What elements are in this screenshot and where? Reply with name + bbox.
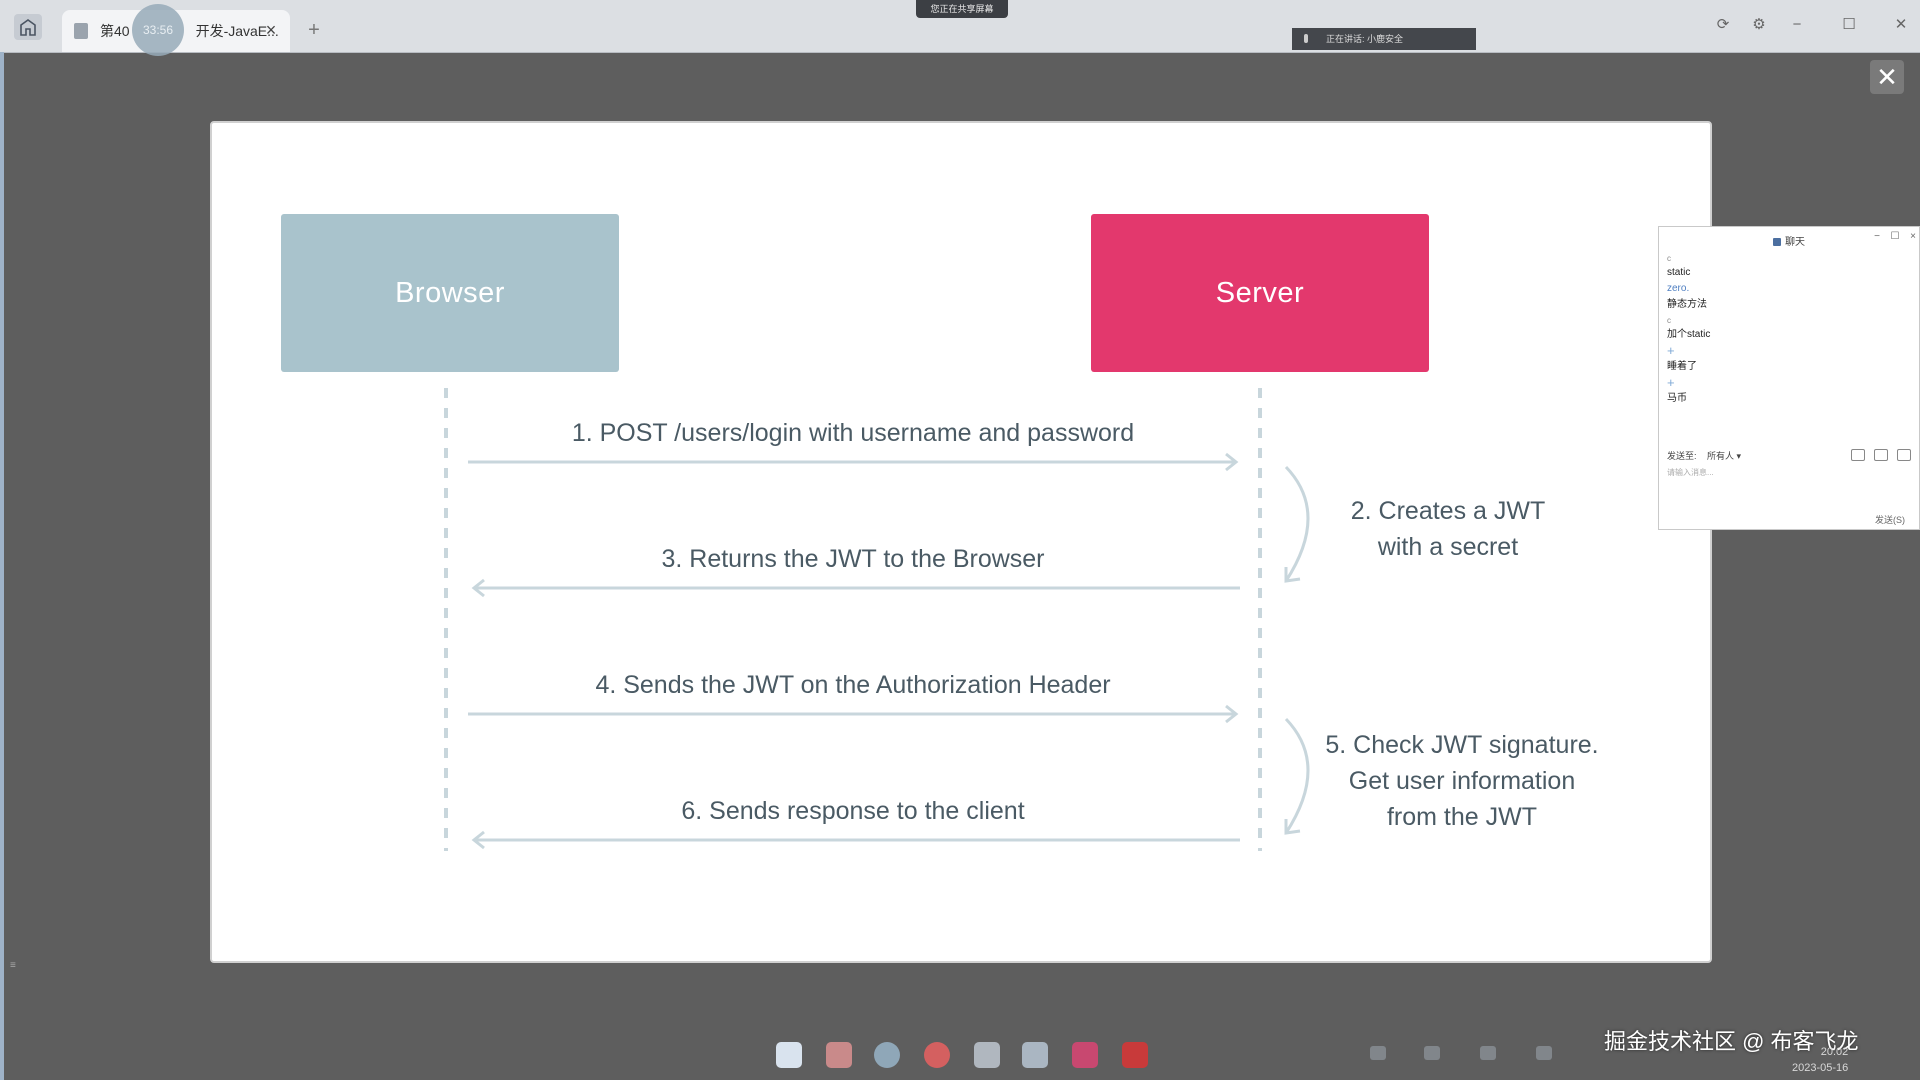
speaking-text: 正在讲话: 小鹿安全: [1326, 34, 1404, 44]
minimize-button[interactable]: −: [1792, 16, 1802, 33]
note-step5-line2: Get user information: [1348, 767, 1576, 795]
browser-actor-box: Browser: [281, 214, 619, 372]
arrow-3-left: [471, 578, 1240, 598]
message-4: 4. Sends the JWT on the Authorization He…: [595, 671, 1111, 699]
screen-share-banner[interactable]: 您正在共享屏幕: [916, 0, 1008, 18]
watermark: 掘金技术社区 @ 布客飞龙: [1604, 1029, 1859, 1054]
home-button[interactable]: [14, 14, 42, 40]
chat-toolbar: [1845, 449, 1911, 464]
self-arrow-step2: [1284, 465, 1310, 583]
browser-tab-bar: 第40 开发-JavaE... × 33:56 + 您正在共享屏幕 正在讲话: …: [0, 0, 1920, 56]
arrow-6-left: [471, 830, 1240, 850]
tray-shield-icon[interactable]: [1424, 1046, 1440, 1060]
chat-message: +: [1667, 375, 1675, 390]
chat-message: zero.: [1667, 283, 1690, 294]
home-icon: [20, 19, 36, 36]
presentation-slide: Browser Server 1. POST /users/login with…: [210, 121, 1712, 963]
chat-close-button[interactable]: ×: [1910, 231, 1916, 242]
note-step5-line1: 5. Check JWT signature.: [1325, 731, 1599, 759]
chat-message: static: [1667, 267, 1691, 278]
clock-date: 2023-05-16: [1792, 1062, 1849, 1074]
windows-start-icon[interactable]: [776, 1042, 802, 1068]
intellij-icon[interactable]: [1072, 1042, 1098, 1068]
note-step2: 2. Creates a JWT with a secret: [1318, 493, 1578, 565]
chrome-icon[interactable]: [924, 1042, 950, 1068]
server-actor-box: Server: [1091, 214, 1429, 372]
close-window-button[interactable]: ✕: [1894, 16, 1908, 33]
system-clock[interactable]: 20:02 2023-05-16: [1792, 1044, 1848, 1076]
tab-title-part2: 开发-JavaE...: [195, 23, 279, 39]
side-handle-icon[interactable]: ≡: [10, 960, 16, 971]
chat-minimize-button[interactable]: −: [1874, 231, 1880, 242]
chat-message: 马币: [1667, 393, 1687, 404]
close-tab-icon[interactable]: ×: [265, 20, 277, 40]
document-icon: [74, 23, 88, 39]
tray-app-icon[interactable]: [1370, 1046, 1386, 1060]
note-step5: 5. Check JWT signature. Get user informa…: [1312, 727, 1612, 835]
chat-message: c: [1667, 254, 1671, 263]
recording-timer-badge: 33:56: [132, 4, 184, 56]
app-icon[interactable]: [1122, 1042, 1148, 1068]
microphone-icon: [1304, 34, 1308, 43]
self-arrow-step5: [1284, 717, 1310, 835]
sequence-diagram-lines: [444, 388, 1310, 851]
chat-maximize-button[interactable]: ☐: [1890, 231, 1900, 242]
file-icon[interactable]: [1851, 449, 1866, 461]
chat-message: 睡着了: [1667, 361, 1697, 372]
photos-icon[interactable]: [1022, 1042, 1048, 1068]
maximize-button[interactable]: ☐: [1842, 16, 1856, 33]
chat-message: +: [1667, 343, 1675, 358]
note-step2-line1: 2. Creates a JWT: [1350, 497, 1546, 525]
arrow-4-right: [468, 704, 1239, 724]
files-icon[interactable]: [974, 1042, 1000, 1068]
chat-message: c: [1667, 316, 1671, 325]
edge-icon[interactable]: [874, 1042, 900, 1068]
clock-time: 20:02: [1820, 1046, 1849, 1058]
close-presentation-button[interactable]: ✕: [1870, 60, 1904, 94]
tray-network-icon[interactable]: [1480, 1046, 1496, 1060]
chat-icon: [1773, 238, 1781, 246]
screenshot-icon[interactable]: [1874, 449, 1889, 461]
chat-message: 静态方法: [1667, 299, 1707, 310]
folder-icon[interactable]: [826, 1042, 852, 1068]
speaking-indicator: 正在讲话: 小鹿安全: [1292, 28, 1476, 50]
settings-icon[interactable]: ⚙: [1752, 16, 1766, 33]
chat-window: 聊天 − ☐ × c static zero. 静态方法 c 加个static + 睡着了 + 马…: [1658, 226, 1920, 530]
chat-send-button[interactable]: 发送(S): [1875, 515, 1905, 525]
send-to-label: 发送至:: [1667, 451, 1697, 461]
message-3: 3. Returns the JWT to the Browser: [661, 545, 1045, 573]
send-to-row: 发送至: 所有人 ▾: [1667, 449, 1913, 462]
chat-footer: 发送至: 所有人 ▾ 请输入消息... 发送(S): [1667, 449, 1913, 529]
refresh-icon[interactable]: ⟳: [1716, 16, 1730, 33]
chat-message-list: c static zero. 静态方法 c 加个static + 睡着了 + 马币: [1667, 251, 1907, 407]
arrow-1-right: [468, 452, 1239, 472]
note-step2-line2: with a secret: [1377, 533, 1519, 561]
chat-input[interactable]: 请输入消息...: [1667, 468, 1714, 477]
chat-title: 聊天: [1659, 233, 1919, 248]
chat-message: 加个static: [1667, 329, 1711, 340]
user-icon[interactable]: [1897, 449, 1911, 461]
left-edge-strip: [0, 52, 4, 1080]
send-to-dropdown[interactable]: 所有人 ▾: [1707, 451, 1742, 461]
tray-monitor-icon[interactable]: [1536, 1046, 1552, 1060]
new-tab-button[interactable]: +: [308, 19, 320, 41]
browser-label: Browser: [395, 276, 505, 309]
server-label: Server: [1215, 276, 1305, 309]
tab-title-part1: 第40: [100, 23, 130, 39]
message-1: 1. POST /users/login with username and p…: [571, 419, 1135, 447]
chat-title-text: 聊天: [1785, 237, 1805, 248]
message-6: 6. Sends response to the client: [681, 797, 1025, 825]
note-step5-line3: from the JWT: [1386, 803, 1537, 831]
